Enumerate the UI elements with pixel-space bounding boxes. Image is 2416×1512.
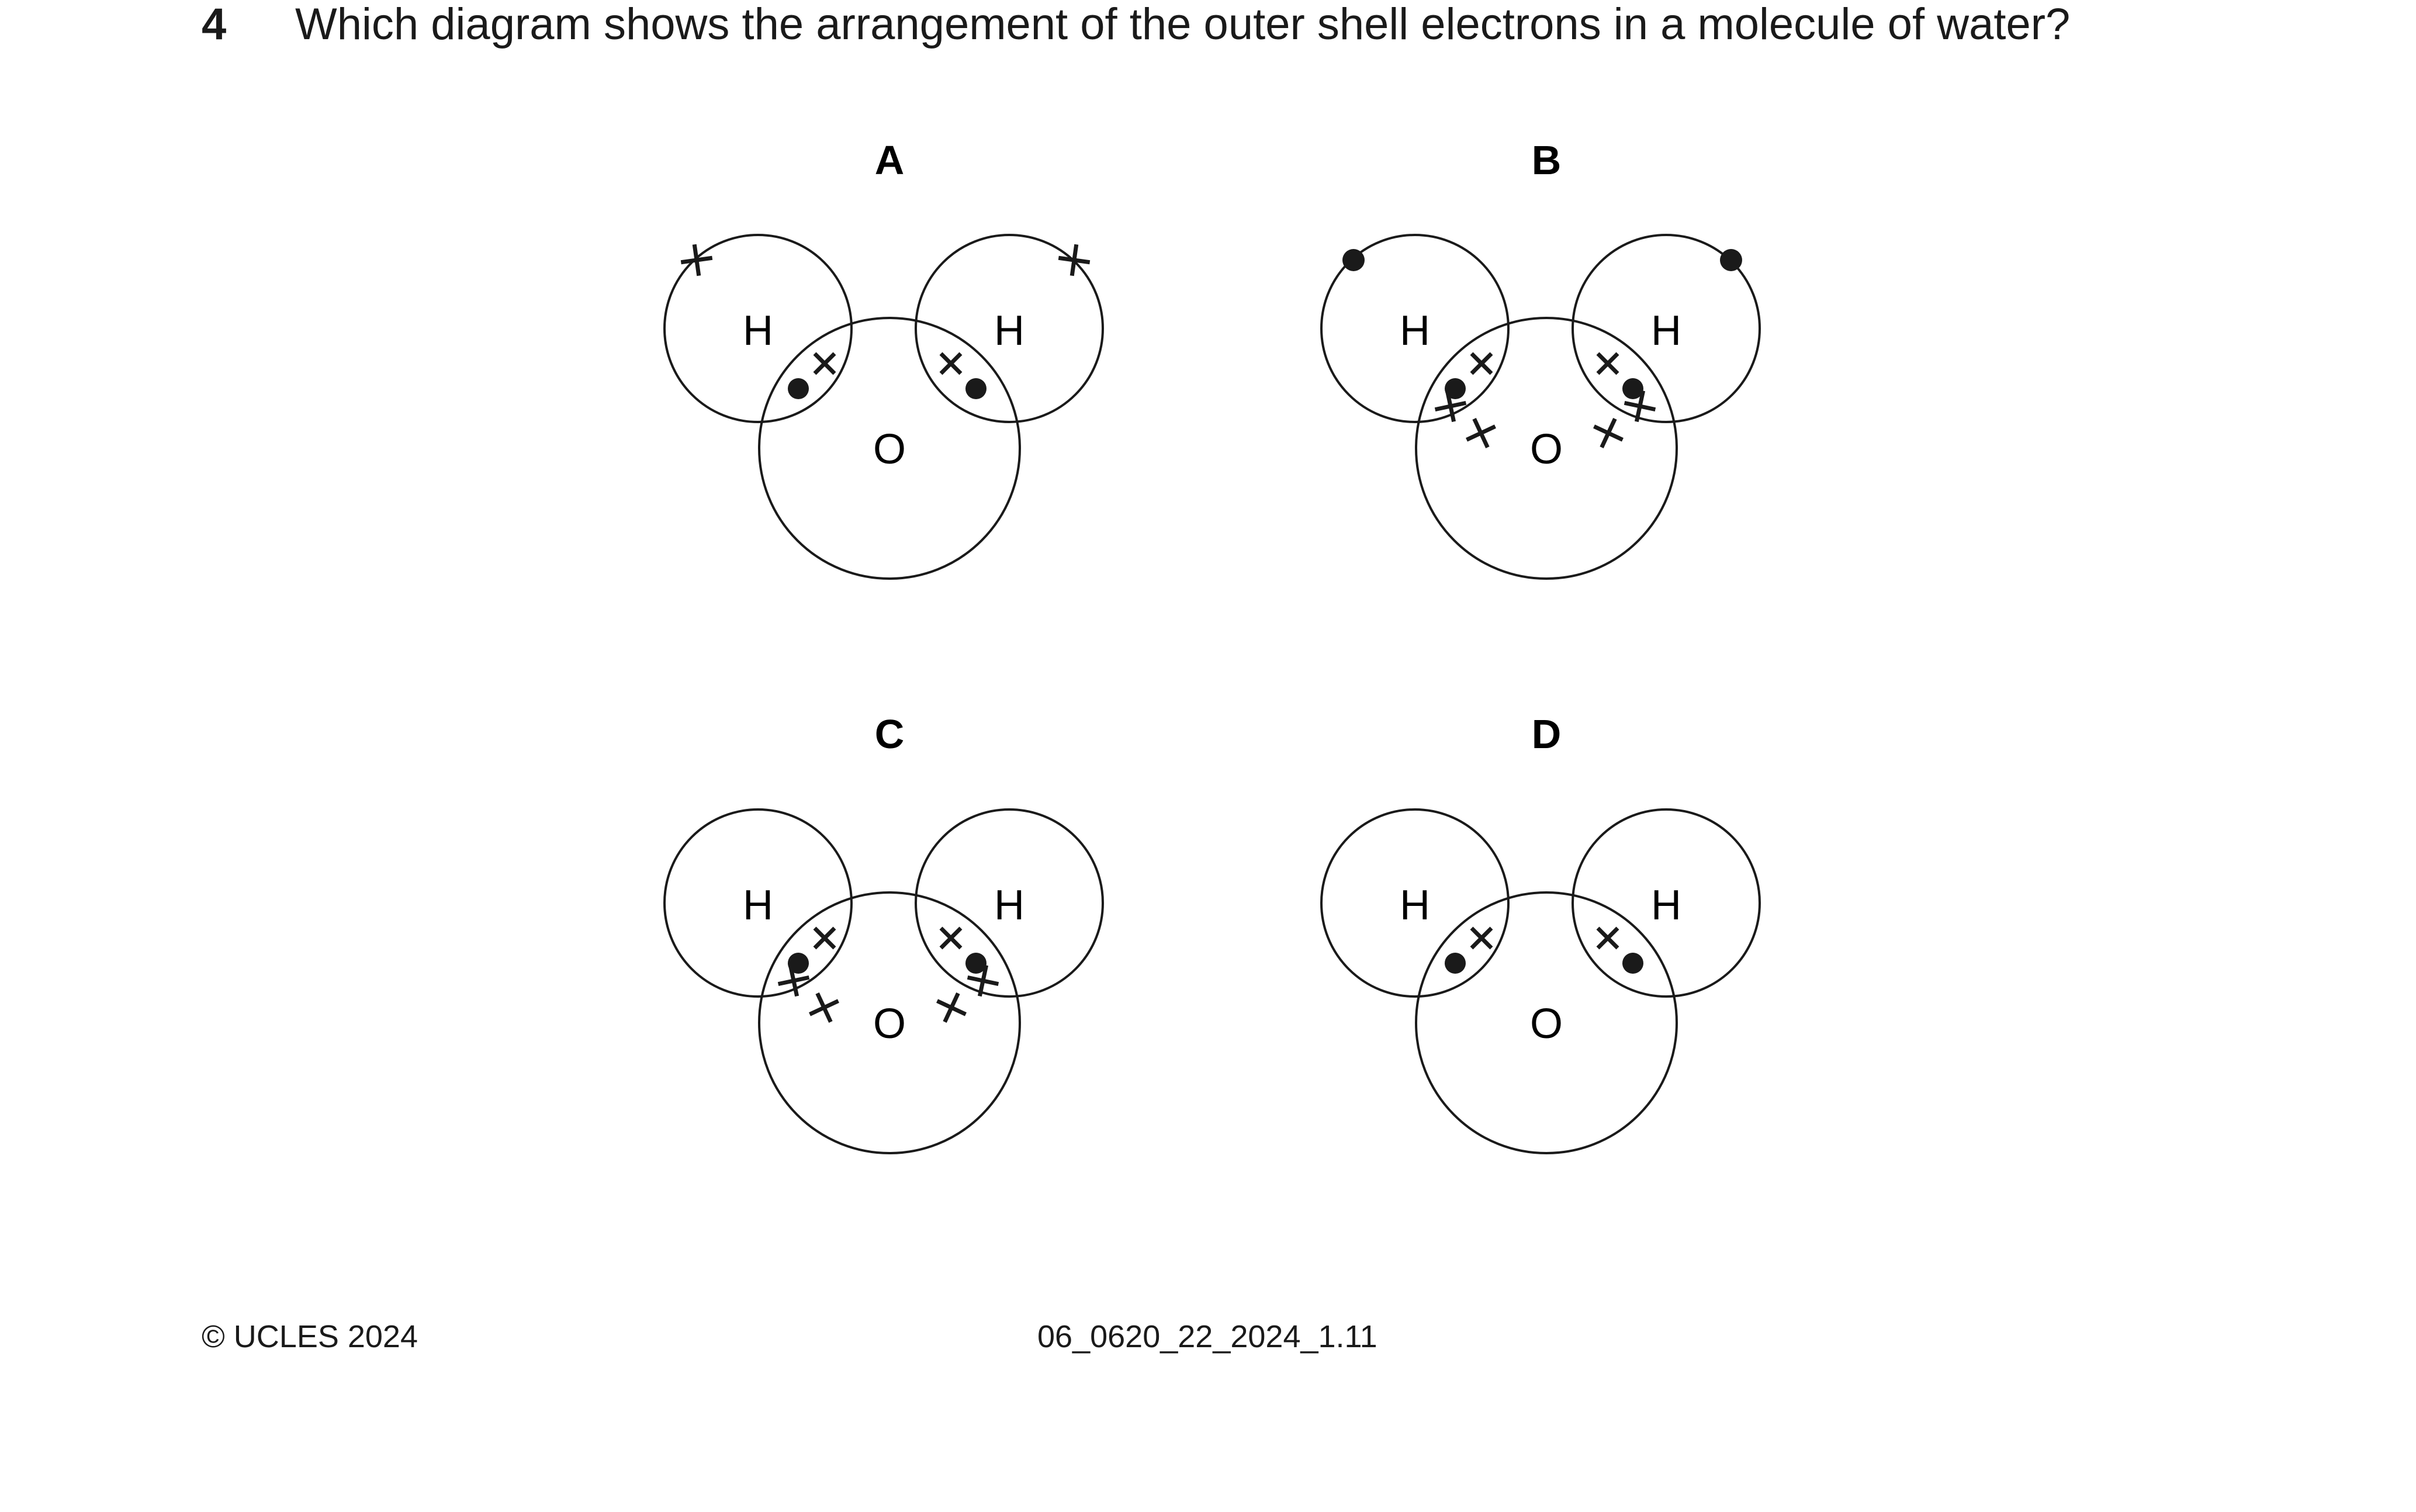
- hydrogen-label: H: [1400, 882, 1430, 929]
- oxygen-label: O: [873, 1001, 906, 1047]
- oxygen-label: O: [1530, 426, 1563, 473]
- hydrogen-label: H: [994, 882, 1024, 929]
- hydrogen-label: H: [743, 307, 773, 354]
- option-label: B: [1532, 137, 1562, 183]
- hydrogen-label: H: [994, 307, 1024, 354]
- option-label: C: [875, 711, 905, 757]
- footer-copyright: © UCLES 2024: [202, 1319, 418, 1354]
- option-label: D: [1532, 711, 1562, 757]
- question-text: Which diagram shows the arrangement of t…: [295, 0, 2071, 49]
- question-number: 4: [202, 0, 227, 49]
- diagram-option-b: B H H O: [1320, 137, 1761, 580]
- hydrogen-label: H: [1651, 882, 1681, 929]
- diagram-option-c: C H H O: [663, 711, 1104, 1154]
- oxygen-label: O: [1530, 1001, 1563, 1047]
- hydrogen-label: H: [1400, 307, 1430, 354]
- hydrogen-label: H: [743, 882, 773, 929]
- footer-code: 06_0620_22_2024_1.11: [1037, 1319, 1377, 1354]
- oxygen-label: O: [873, 426, 906, 473]
- hydrogen-label: H: [1651, 307, 1681, 354]
- diagram-option-d: D H H O: [1320, 711, 1761, 1154]
- diagram-option-a: A H H O: [663, 137, 1104, 580]
- option-label: A: [875, 137, 905, 183]
